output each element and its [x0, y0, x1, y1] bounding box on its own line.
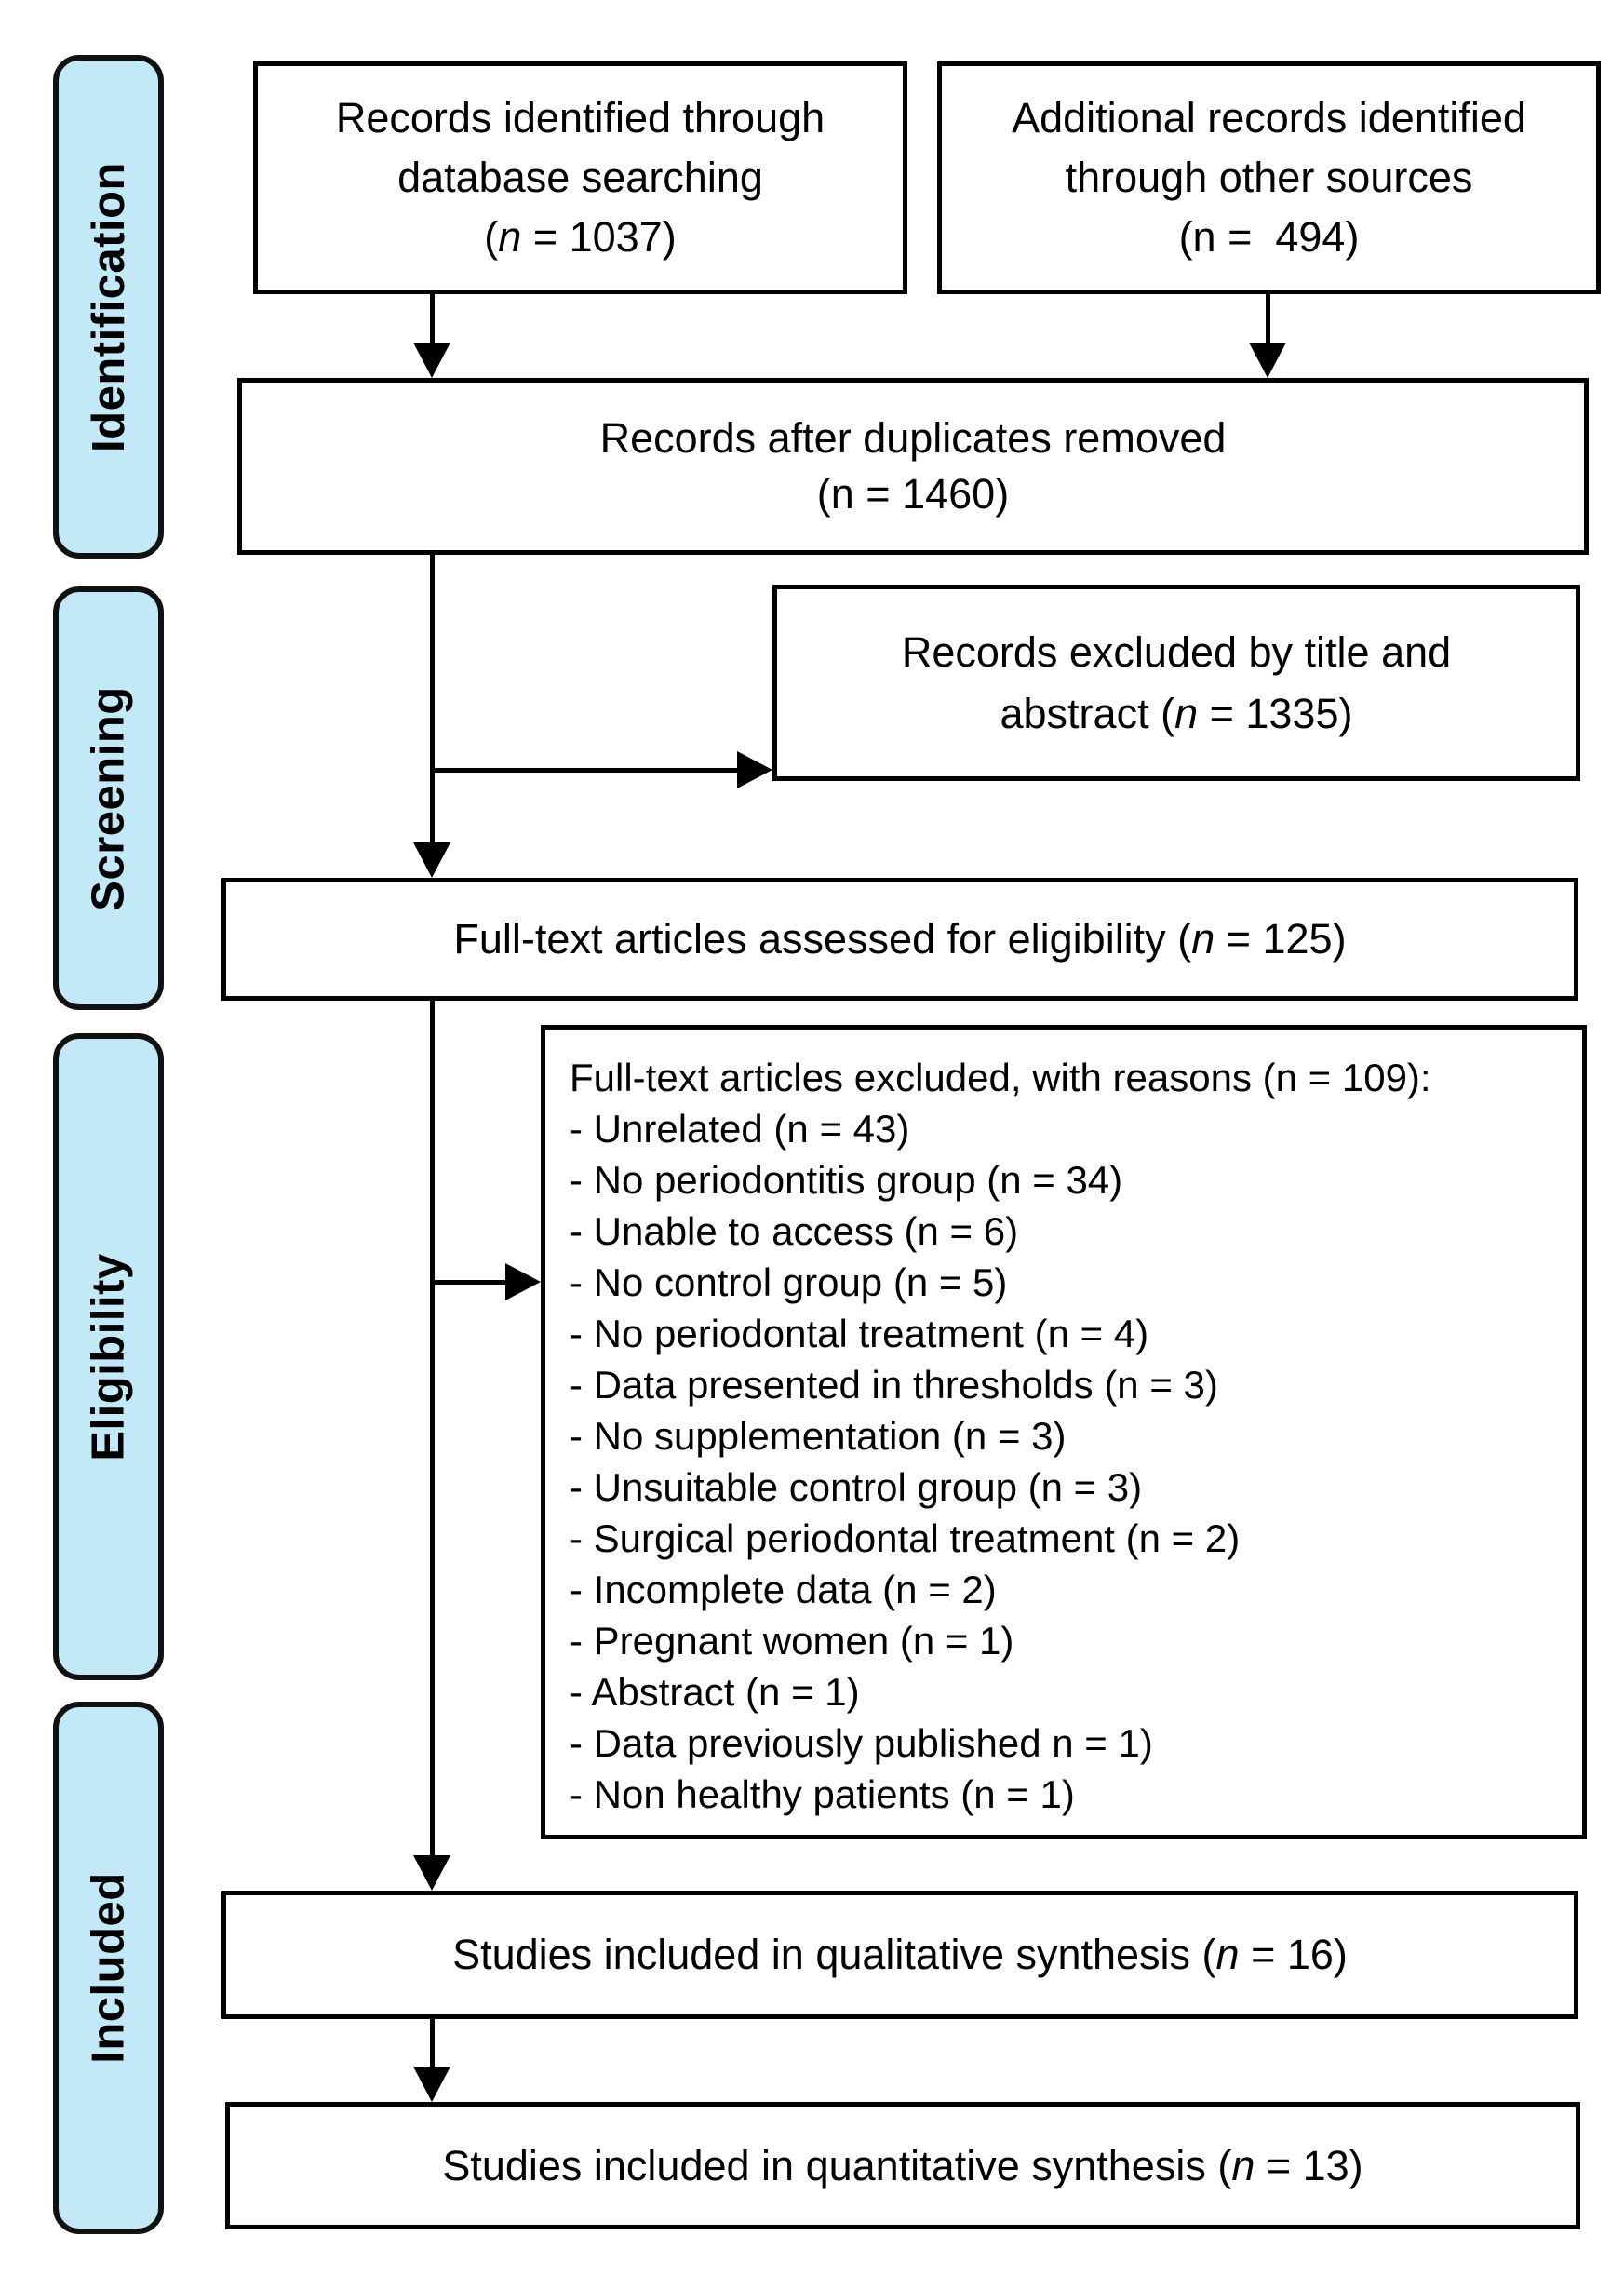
box-text-line: Studies included in qualitative synthesi…: [452, 1931, 1348, 1978]
stage-identification: Identification: [53, 55, 164, 559]
arrow-records-identified-down-head: [413, 343, 450, 378]
box-text-line: - No supplementation (n = 3): [570, 1414, 1067, 1458]
box-text-line: Additional records identified: [1012, 94, 1526, 141]
arrow-branch-records-excluded-line: [432, 768, 741, 773]
arrow-fulltext-to-qualitative-line: [430, 1001, 435, 1862]
box-text-line: abstract (n = 1335): [1000, 689, 1353, 737]
box-text-line: Studies included in quantitative synthes…: [442, 2141, 1363, 2189]
stage-included-label: Included: [83, 1872, 134, 2064]
stage-screening: Screening: [53, 586, 164, 1010]
box-text-line: (n = 1460): [816, 470, 1010, 518]
arrow-branch-records-excluded-head: [737, 751, 772, 788]
box-text-line: - Unable to access (n = 6): [570, 1209, 1019, 1253]
arrow-additional-records-down-line: [1266, 294, 1270, 348]
box-text-line: database searching: [397, 154, 763, 201]
box-fulltext-assessed: Full-text articles assessed for eligibil…: [221, 878, 1578, 1001]
box-text-line: Full-text articles excluded, with reason…: [570, 1056, 1431, 1099]
box-text-line: - No control group (n = 5): [570, 1260, 1008, 1304]
box-text-line: - Abstract (n = 1): [570, 1670, 860, 1714]
box-fulltext-excluded-reasons: Full-text articles excluded, with reason…: [541, 1025, 1587, 1839]
arrow-additional-records-down-head: [1249, 343, 1286, 378]
stage-identification-label: Identification: [83, 161, 134, 452]
box-text-line: - No periodontitis group (n = 34): [570, 1158, 1123, 1202]
arrow-qualitative-to-quantitative-line: [430, 2019, 435, 2072]
arrow-records-identified-down-line: [430, 294, 435, 348]
arrow-duplicates-to-fulltext-line: [430, 555, 435, 848]
box-text-line: Records after duplicates removed: [599, 414, 1227, 462]
box-quantitative-synthesis: Studies included in quantitative synthes…: [225, 2102, 1580, 2229]
box-additional-records: Additional records identified through oth…: [937, 61, 1601, 294]
box-text-line: - Unrelated (n = 43): [570, 1107, 910, 1151]
arrow-branch-fulltext-excluded-head: [505, 1263, 541, 1300]
box-text-line: - Unsuitable control group (n = 3): [570, 1465, 1143, 1509]
stage-screening-label: Screening: [83, 685, 134, 911]
box-text-line: (n = 1037): [484, 213, 677, 261]
box-text-line: Full-text articles assessed for eligibil…: [453, 915, 1347, 963]
arrow-duplicates-to-fulltext-head: [413, 842, 450, 878]
box-text-line: Records identified through: [335, 94, 825, 141]
arrow-qualitative-to-quantitative-head: [413, 2067, 450, 2102]
box-text-line: - Data presented in thresholds (n = 3): [570, 1363, 1218, 1407]
arrow-fulltext-to-qualitative-head: [413, 1855, 450, 1891]
box-text-line: - Surgical periodontal treatment (n = 2): [570, 1516, 1241, 1560]
box-records-identified: Records identified through database searc…: [253, 61, 907, 294]
box-records-excluded: Records excluded by title and abstract (n…: [772, 585, 1580, 781]
stage-eligibility-label: Eligibility: [83, 1252, 134, 1461]
box-text-line: - Data previously published n = 1): [570, 1721, 1153, 1765]
box-text-line: - Non healthy patients (n = 1): [570, 1772, 1075, 1816]
box-text-line: Records excluded by title and: [901, 627, 1452, 676]
box-text-line: - Pregnant women (n = 1): [570, 1619, 1014, 1663]
arrow-branch-fulltext-excluded-line: [432, 1280, 509, 1285]
stage-included: Included: [53, 1702, 164, 2234]
box-text-line: - Incomplete data (n = 2): [570, 1568, 997, 1611]
box-text-line: - No periodontal treatment (n = 4): [570, 1312, 1149, 1355]
box-qualitative-synthesis: Studies included in qualitative synthesi…: [221, 1891, 1578, 2019]
box-text-line: through other sources: [1065, 154, 1473, 201]
box-text-line: (n = 494): [1178, 213, 1360, 261]
box-duplicates-removed: Records after duplicates removed (n = 146…: [237, 378, 1589, 555]
stage-eligibility: Eligibility: [53, 1033, 164, 1680]
